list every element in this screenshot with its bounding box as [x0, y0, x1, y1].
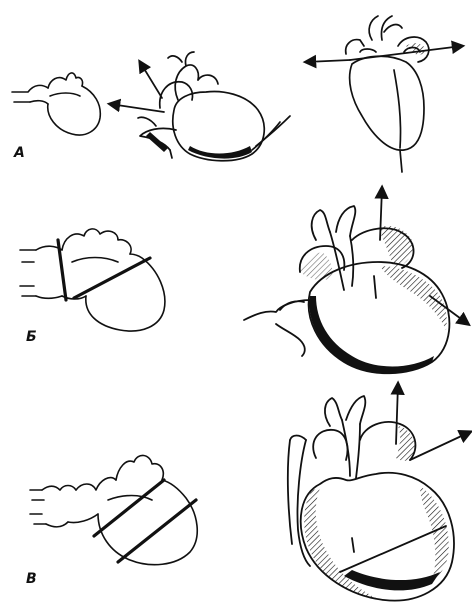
panel-b-detailed-heart [244, 188, 468, 373]
panel-a-front-heart-shading [406, 43, 426, 56]
panel-c-label: В [26, 571, 37, 587]
panel-b-detailed-heart-shading [300, 226, 447, 374]
panel-a-side-heart-shading [146, 132, 252, 159]
panel-b-outline-sketch [20, 229, 165, 331]
panel-a-label: А [14, 145, 25, 161]
panel-a-outline-sketch [12, 73, 100, 135]
panel-a-front-heart [306, 16, 462, 172]
panel-b-outline-cut-lines [58, 240, 150, 300]
panel-c-outline-sketch [30, 455, 197, 564]
panel-a-side-heart [110, 52, 290, 161]
panel-b-label: Б [26, 329, 37, 345]
